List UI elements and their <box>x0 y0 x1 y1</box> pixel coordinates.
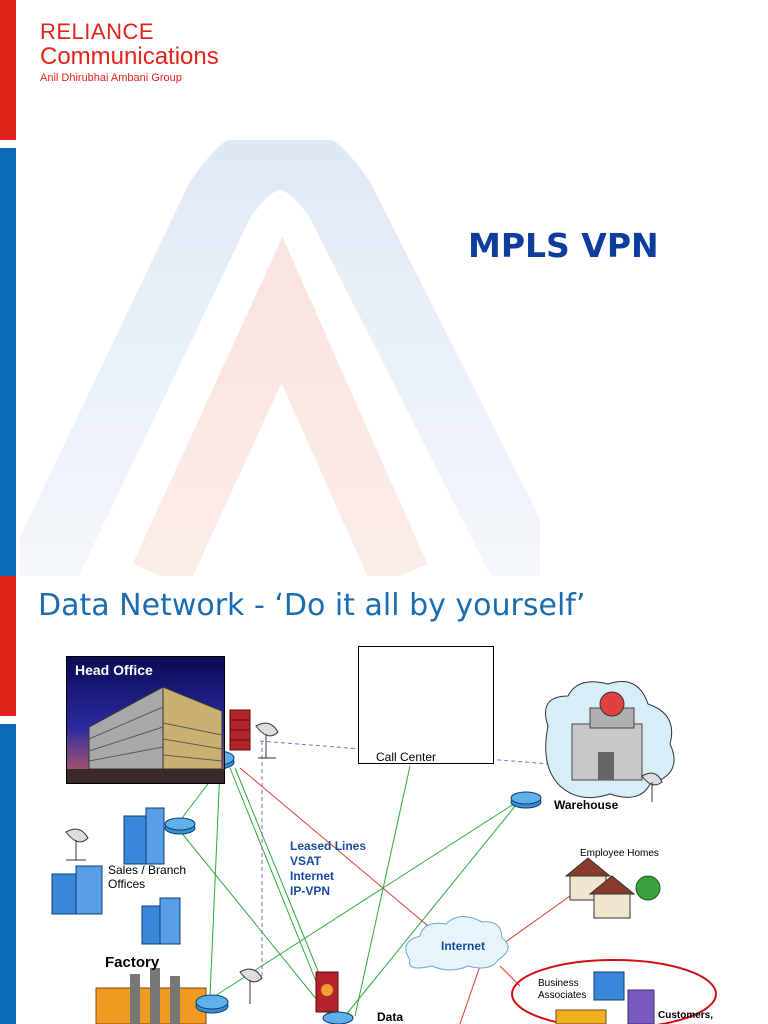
link-type-internet: Internet <box>290 869 335 883</box>
satellite-dish-icon <box>641 772 663 802</box>
customers-label: Customers, <box>658 1010 714 1021</box>
blue-stripe <box>0 148 16 576</box>
reliance-logo: RELIANCE Communications Anil Dhirubhai A… <box>40 19 219 85</box>
houses-icon <box>564 857 661 919</box>
logo-group: Anil Dhirubhai Ambani Group <box>40 72 182 84</box>
office-building-icon <box>123 807 165 865</box>
satellite-dish-icon <box>239 968 263 1004</box>
network-title: Data Network - ‘Do it all by yourself’ <box>38 588 586 623</box>
business-associates-label-line1: Business <box>538 978 579 989</box>
factory-icon <box>95 968 207 1024</box>
head-office-image: Head Office <box>66 656 225 784</box>
network-slide: Data Network - ‘Do it all by yourself’ <box>0 576 768 1024</box>
blue-stripe <box>0 724 16 1024</box>
business-associates-label-line2: Associates <box>538 990 587 1001</box>
router-icon <box>195 994 229 1014</box>
factory-label: Factory <box>105 954 160 971</box>
slide-title: MPLS VPN <box>468 226 659 265</box>
firewall-icon <box>315 971 339 1013</box>
satellite-dish-icon <box>65 828 89 861</box>
office-building-icon <box>51 865 103 915</box>
firewall-icon <box>229 709 251 751</box>
warehouse-icon <box>545 681 675 799</box>
sales-offices-label-line2: Offices <box>108 877 146 891</box>
background-arch-graphic <box>20 140 540 576</box>
employee-homes-label: Employee Homes <box>580 848 659 859</box>
warehouse-label: Warehouse <box>554 798 619 812</box>
call-center-box <box>358 646 494 764</box>
red-stripe <box>0 576 16 716</box>
link-type-leased-lines: Leased Lines <box>290 839 367 853</box>
router-icon <box>322 1011 354 1024</box>
internet-label: Internet <box>441 939 486 953</box>
router-icon <box>510 791 542 809</box>
call-center-label: Call Center <box>376 750 437 764</box>
logo-brand: RELIANCE <box>40 19 155 44</box>
title-slide: RELIANCE Communications Anil Dhirubhai A… <box>0 0 659 576</box>
sales-offices-label-line1: Sales / Branch <box>108 863 187 877</box>
data-center-label: Data <box>377 1010 404 1024</box>
network-links <box>175 740 571 1024</box>
red-stripe <box>0 0 16 140</box>
head-office-label: Head Office <box>75 662 153 678</box>
internet-cloud-icon <box>405 916 509 971</box>
logo-division: Communications <box>40 43 219 70</box>
business-associates-group <box>511 959 717 1024</box>
link-type-ip-vpn: IP-VPN <box>290 884 331 898</box>
link-type-vsat: VSAT <box>290 854 322 868</box>
network-diagram <box>51 671 717 1024</box>
office-building-icon <box>67 686 224 783</box>
office-building-icon <box>141 897 181 945</box>
satellite-dish-icon <box>255 722 279 759</box>
router-icon <box>164 817 196 835</box>
